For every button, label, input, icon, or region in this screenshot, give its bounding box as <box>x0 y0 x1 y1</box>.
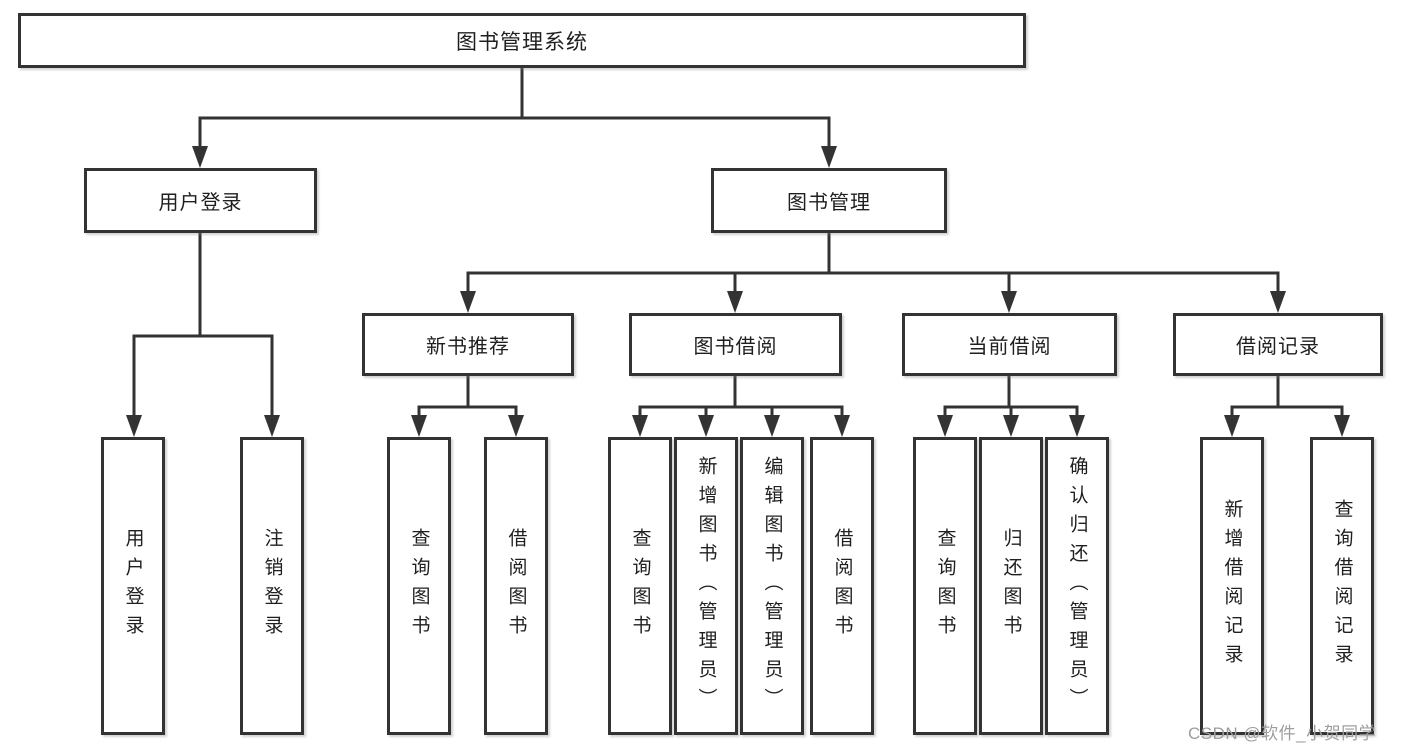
node-user-login-branch: 用户登录 <box>84 168 317 233</box>
node-borrow-records: 借阅记录 <box>1173 313 1383 376</box>
leaf-query-borrow-record: 查询借阅记录 <box>1310 437 1374 735</box>
leaf-add-borrow-record-label: 新增借阅记录 <box>1221 499 1243 673</box>
leaf-recommend-query-book: 查询图书 <box>387 437 451 735</box>
node-root: 图书管理系统 <box>18 13 1026 68</box>
leaf-add-borrow-record: 新增借阅记录 <box>1200 437 1264 735</box>
leaf-confirm-return-admin-label: 确认归还（管理员） <box>1066 455 1088 717</box>
watermark: CSDN @软件_小贺同学 <box>1188 724 1377 743</box>
leaf-add-book-admin-label: 新增图书（管理员） <box>695 455 717 717</box>
leaf-recommend-query-book-label: 查询图书 <box>408 528 430 644</box>
leaf-confirm-return-admin: 确认归还（管理员） <box>1045 437 1109 735</box>
leaf-return-book: 归还图书 <box>979 437 1043 735</box>
leaf-logout: 注销登录 <box>240 437 304 735</box>
node-book-borrow: 图书借阅 <box>629 313 842 376</box>
leaf-current-query-book-label: 查询图书 <box>934 528 956 644</box>
leaf-return-book-label: 归还图书 <box>1000 528 1022 644</box>
node-current-borrow: 当前借阅 <box>902 313 1117 376</box>
leaf-borrow-book-label: 借阅图书 <box>831 528 853 644</box>
node-new-book-recommend: 新书推荐 <box>362 313 574 376</box>
leaf-query-borrow-record-label: 查询借阅记录 <box>1331 499 1353 673</box>
leaf-add-book-admin: 新增图书（管理员） <box>674 437 738 735</box>
leaf-borrow-query-book: 查询图书 <box>608 437 672 735</box>
leaf-edit-book-admin: 编辑图书（管理员） <box>740 437 804 735</box>
leaf-user-login: 用户登录 <box>101 437 165 735</box>
leaf-logout-label: 注销登录 <box>261 528 283 644</box>
node-book-management: 图书管理 <box>711 168 947 233</box>
leaf-recommend-borrow-book: 借阅图书 <box>484 437 548 735</box>
leaf-user-login-label: 用户登录 <box>122 528 144 644</box>
leaf-borrow-query-book-label: 查询图书 <box>629 528 651 644</box>
leaf-current-query-book: 查询图书 <box>913 437 977 735</box>
leaf-borrow-book: 借阅图书 <box>810 437 874 735</box>
leaf-recommend-borrow-book-label: 借阅图书 <box>505 528 527 644</box>
leaf-edit-book-admin-label: 编辑图书（管理员） <box>761 455 783 717</box>
